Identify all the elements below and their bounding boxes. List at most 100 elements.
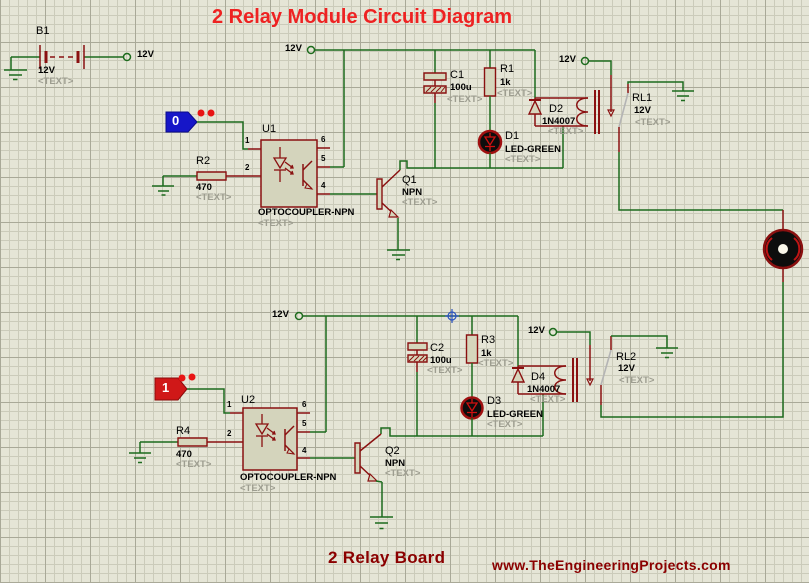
value-Q2: NPN <box>385 458 406 469</box>
logic0-dot-2 <box>207 109 215 117</box>
resistor-R1[interactable] <box>485 68 496 131</box>
pin-U2-2: 2 <box>227 429 232 438</box>
label-12v-RL2: 12V <box>528 325 545 336</box>
value-D3: LED-GREEN <box>487 409 543 420</box>
wire-RL2-common-gnd[interactable] <box>611 336 667 348</box>
resistor-R2[interactable] <box>197 172 248 180</box>
wire-rail1[interactable] <box>315 50 535 167</box>
text-placeholder-D4: <TEXT> <box>530 394 566 405</box>
text-placeholder-Q2: <TEXT> <box>385 468 421 479</box>
label-12v-RL1: 12V <box>559 54 576 65</box>
ref-RL2: RL2 <box>616 351 637 363</box>
led-D1[interactable] <box>479 131 501 168</box>
capacitor-C2[interactable] <box>408 343 427 436</box>
ground-symbol-battery[interactable] <box>4 57 27 80</box>
text-placeholder-B1: <TEXT> <box>38 76 74 87</box>
logic-toggle-0[interactable] <box>166 109 215 133</box>
relay-RL1[interactable] <box>577 75 628 152</box>
wire-RL1-to-load[interactable] <box>619 152 783 230</box>
wire-collector-node-1[interactable] <box>400 126 563 170</box>
website-link: www.TheEngineeringProjects.com <box>492 557 731 573</box>
opto-transistor-glyph <box>303 161 312 189</box>
power-terminal-RL1[interactable] <box>582 58 612 76</box>
value-D1: LED-GREEN <box>505 144 561 155</box>
pin-U1-5: 5 <box>321 154 326 163</box>
wire-load-to-RL2[interactable] <box>601 282 783 417</box>
battery-B1[interactable] <box>11 45 123 69</box>
wire-rail2[interactable] <box>303 316 518 432</box>
power-terminal-RL2[interactable] <box>550 329 591 346</box>
capacitor-C1[interactable] <box>424 73 446 168</box>
text-placeholder-R2: <TEXT> <box>196 192 232 203</box>
text-placeholder-D1: <TEXT> <box>505 154 541 165</box>
wire-collector-node-2[interactable] <box>381 394 543 436</box>
text-placeholder-C2: <TEXT> <box>427 365 463 376</box>
transistor-Q1[interactable] <box>330 170 400 250</box>
value-D2: 1N4007 <box>542 116 576 127</box>
opto-led-glyph <box>274 147 293 182</box>
value-C2: 100u <box>430 355 452 366</box>
ref-R2: R2 <box>196 155 211 167</box>
ground-symbol-Q1[interactable] <box>387 250 410 260</box>
label-12v-battery: 12V <box>137 49 154 60</box>
wire-RL1-common-gnd[interactable] <box>628 82 683 91</box>
pin-U1-4: 4 <box>321 181 326 190</box>
power-terminal-rail2[interactable] <box>296 313 303 320</box>
text-placeholder-RL2: <TEXT> <box>619 375 655 386</box>
ground-symbol-RL2[interactable] <box>656 348 678 358</box>
transistor-Q2[interactable] <box>310 434 382 517</box>
wire-logic1-to-U2pin1[interactable] <box>187 389 230 413</box>
text-placeholder-Q1: <TEXT> <box>402 197 438 208</box>
page-title: 2 Relay Module Circuit Diagram <box>212 6 513 28</box>
text-placeholder-R1: <TEXT> <box>497 88 533 99</box>
diode-D4[interactable] <box>512 366 566 394</box>
text-placeholder-R3: <TEXT> <box>478 358 514 369</box>
logic-0-char[interactable]: 0 <box>172 113 180 128</box>
value-D4: 1N4007 <box>527 384 561 395</box>
value-U2: OPTOCOUPLER-NPN <box>240 472 337 483</box>
ground-symbol-R2[interactable] <box>152 176 174 195</box>
logic1-dot-2 <box>188 373 196 381</box>
board-title: 2 Relay Board <box>328 548 446 567</box>
origin-marker <box>445 309 459 323</box>
power-terminal-battery[interactable] <box>124 54 131 61</box>
ref-Q1: Q1 <box>402 174 417 186</box>
resistor-R4[interactable] <box>178 438 230 446</box>
ground-symbol-RL1[interactable] <box>672 91 694 101</box>
led-D3[interactable] <box>462 398 483 437</box>
pin-U1-6: 6 <box>321 135 326 144</box>
pin-U2-5: 5 <box>302 419 307 428</box>
buzzer-load[interactable] <box>764 230 802 282</box>
logic0-dot-1 <box>197 109 205 117</box>
ref-R3: R3 <box>481 334 496 346</box>
text-placeholder-C1: <TEXT> <box>447 94 483 105</box>
ref-R1: R1 <box>500 63 515 75</box>
ref-D2: D2 <box>549 103 564 115</box>
wire-logic0-to-U1pin1[interactable] <box>197 122 248 149</box>
ref-R4: R4 <box>176 425 191 437</box>
diode-D2[interactable] <box>529 98 588 126</box>
ground-symbol-R4[interactable] <box>129 442 151 463</box>
power-terminal-rail1[interactable] <box>308 47 315 54</box>
optocoupler-U1[interactable] <box>248 140 330 207</box>
opto-transistor-glyph <box>285 426 294 454</box>
value-RL1: 12V <box>634 105 651 116</box>
value-RL2: 12V <box>618 363 635 374</box>
optocoupler-U2[interactable] <box>230 408 310 470</box>
opto-led-glyph <box>256 414 275 447</box>
logic-1-char[interactable]: 1 <box>162 380 170 395</box>
value-Q1: NPN <box>402 187 423 198</box>
label-12v-rail1: 12V <box>285 43 302 54</box>
value-U1: OPTOCOUPLER-NPN <box>258 207 355 218</box>
label-12v-rail2: 12V <box>272 309 289 320</box>
ref-C2: C2 <box>430 342 445 354</box>
text-placeholder-D2: <TEXT> <box>548 126 584 137</box>
ground-symbol-Q2[interactable] <box>370 517 393 529</box>
resistor-R3[interactable] <box>467 335 478 398</box>
ref-Q2: Q2 <box>385 445 400 457</box>
pin-U1-2: 2 <box>245 163 250 172</box>
relay-RL2[interactable] <box>555 336 611 405</box>
logic-toggle-1[interactable] <box>155 373 196 401</box>
